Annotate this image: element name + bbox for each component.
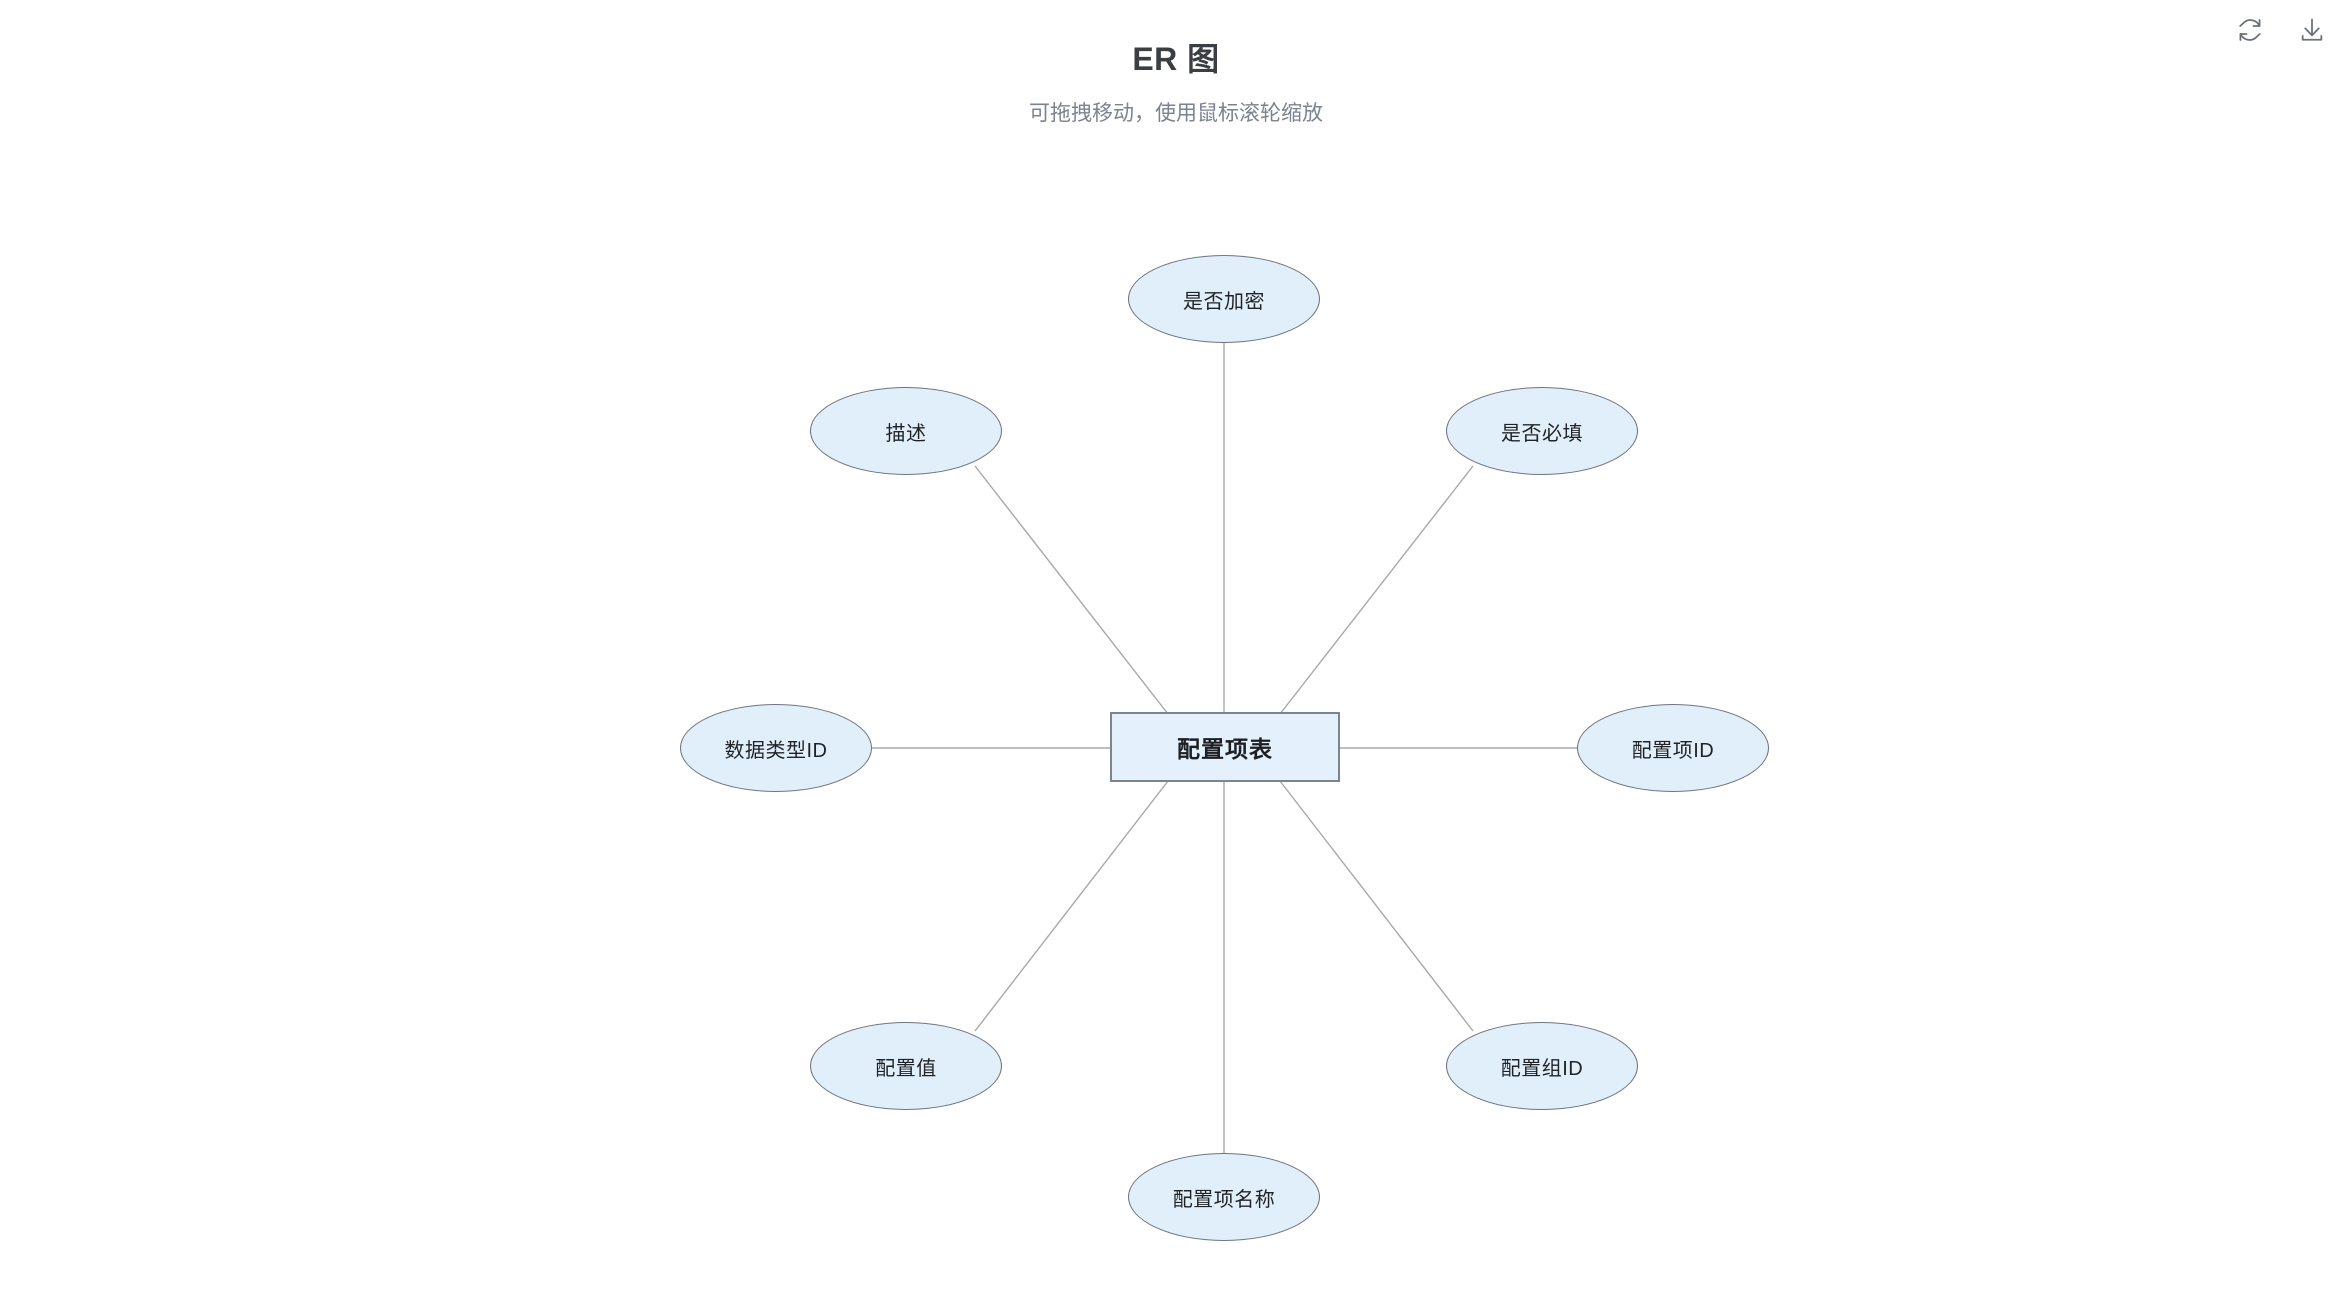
edge-line xyxy=(1279,780,1474,1032)
attribute-node-label: 数据类型ID xyxy=(724,739,828,762)
attribute-node[interactable]: 是否必填 xyxy=(1446,387,1638,475)
refresh-icon xyxy=(2236,16,2264,44)
attribute-node[interactable]: 配置组ID xyxy=(1446,1022,1638,1110)
entity-node-label: 配置项表 xyxy=(1177,736,1273,762)
refresh-button[interactable] xyxy=(2228,8,2272,52)
download-button[interactable] xyxy=(2290,8,2334,52)
attribute-node-label: 描述 xyxy=(885,422,927,445)
toolbar xyxy=(2228,8,2334,52)
entity-node[interactable]: 配置项表 xyxy=(1110,712,1340,782)
download-icon xyxy=(2298,16,2326,44)
attribute-node-label: 配置项名称 xyxy=(1172,1188,1276,1211)
attribute-node[interactable]: 描述 xyxy=(810,387,1002,475)
attribute-node-label: 是否必填 xyxy=(1501,422,1583,445)
attribute-node[interactable]: 配置项ID xyxy=(1577,704,1769,792)
attribute-node[interactable]: 是否加密 xyxy=(1128,255,1320,343)
attribute-node-label: 是否加密 xyxy=(1183,290,1265,313)
attribute-node-label: 配置项ID xyxy=(1631,739,1715,762)
attribute-node-label: 配置组ID xyxy=(1500,1057,1584,1080)
edge-line xyxy=(1279,465,1474,715)
attribute-node-label: 配置值 xyxy=(875,1057,937,1080)
attribute-node[interactable]: 配置值 xyxy=(810,1022,1002,1110)
edge-line xyxy=(974,780,1169,1032)
attribute-node[interactable]: 配置项名称 xyxy=(1128,1153,1320,1241)
attribute-node[interactable]: 数据类型ID xyxy=(680,704,872,792)
edge-line xyxy=(974,465,1169,715)
